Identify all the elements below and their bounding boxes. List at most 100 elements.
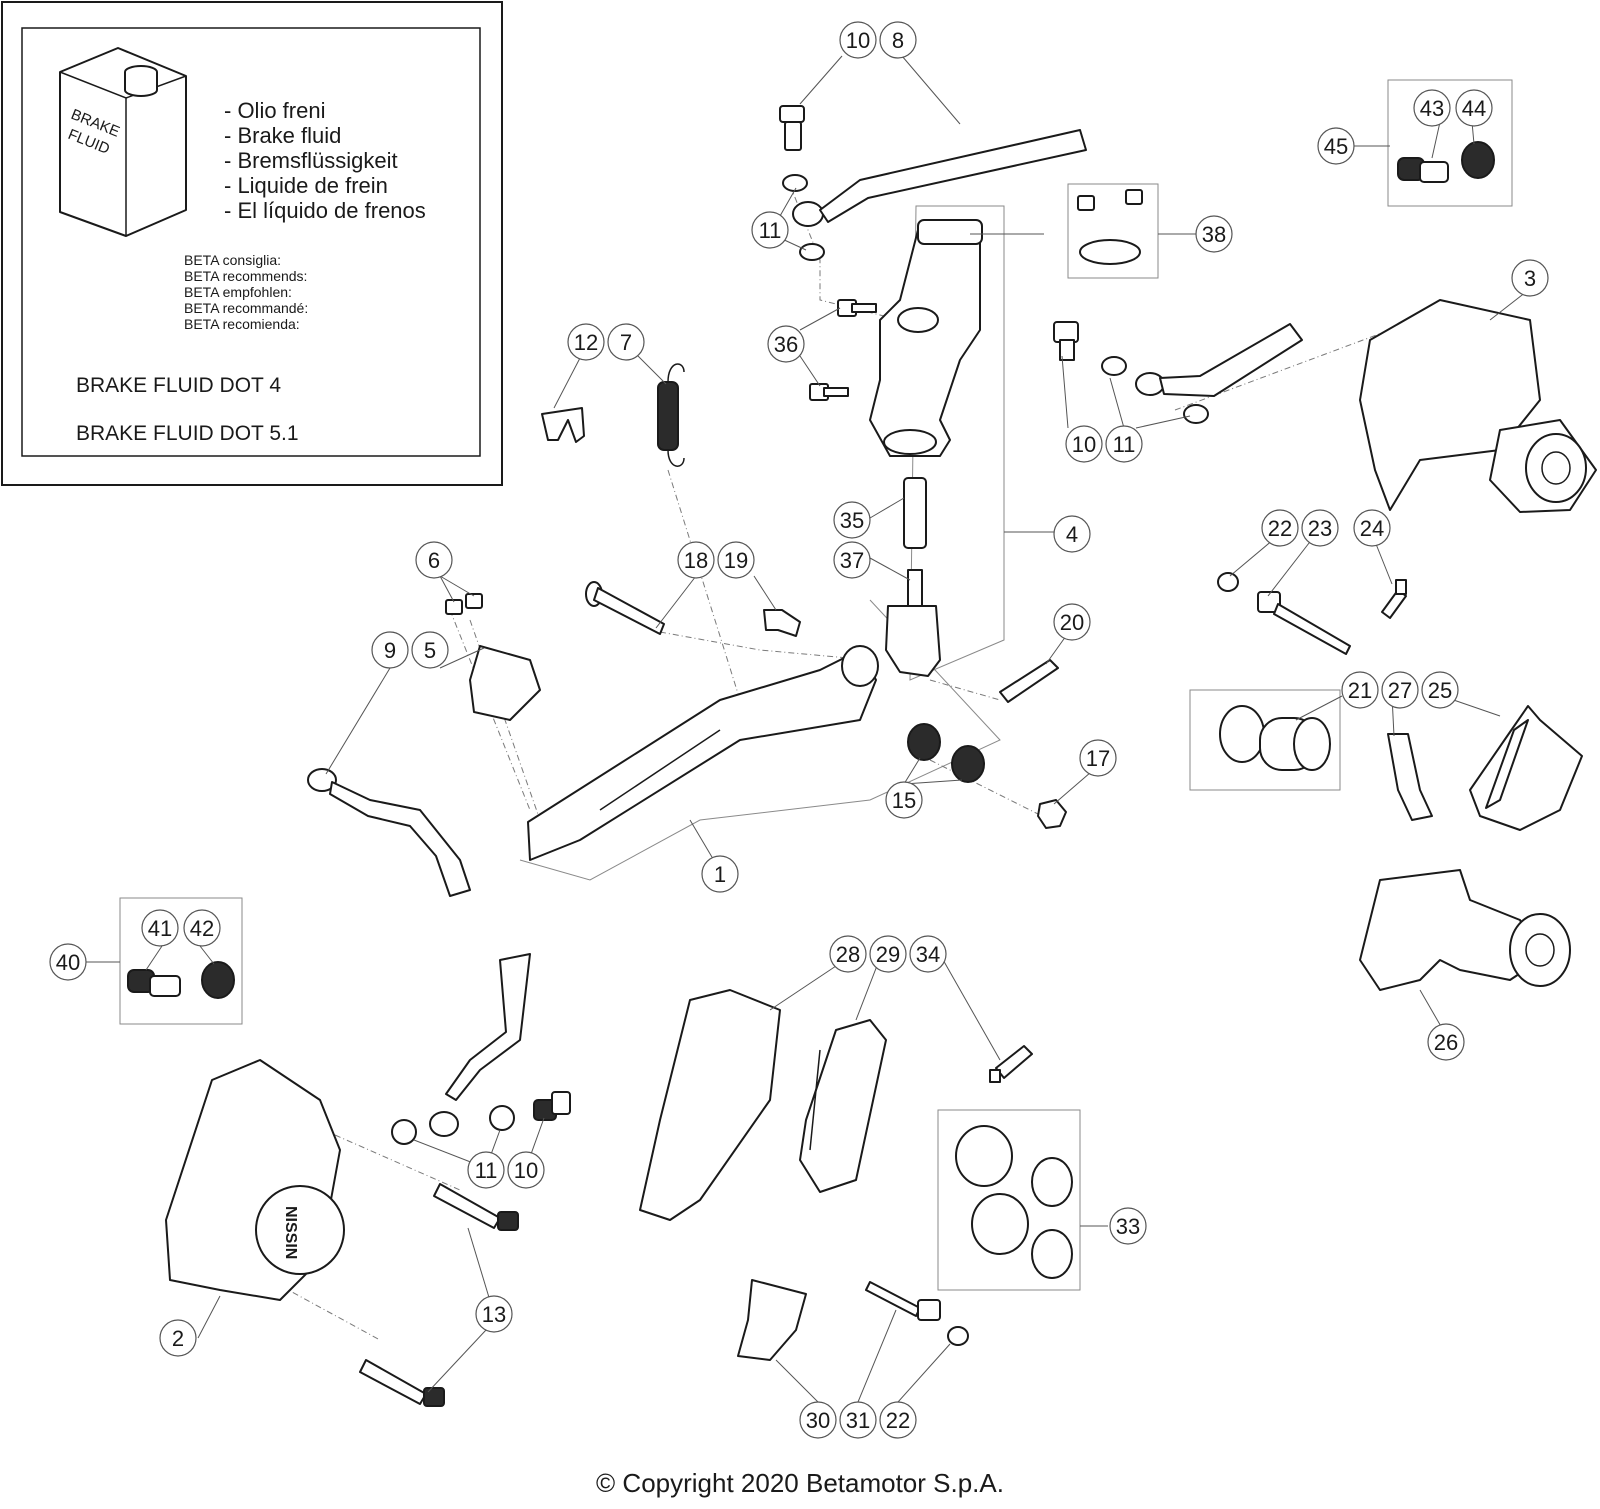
callout-number: 35 — [840, 508, 864, 533]
callout-circle — [411, 631, 449, 669]
callout-number: 27 — [1388, 678, 1412, 703]
callout-30: 30 — [799, 1401, 837, 1439]
callout-number: 7 — [620, 330, 632, 355]
callout-5: 5 — [411, 631, 449, 669]
group-box-38 — [1067, 183, 1159, 279]
brake-hose-front — [429, 953, 531, 1137]
cotter-pin-20 — [999, 659, 1059, 703]
nut-17 — [1037, 799, 1067, 829]
callout-33: 33 — [1109, 1207, 1147, 1245]
callout-40: 40 — [49, 943, 87, 981]
rear-caliper — [1359, 299, 1597, 513]
callout-21: 21 — [1341, 671, 1379, 709]
callout-number: 3 — [1524, 266, 1536, 291]
brake-pedal-1 — [527, 645, 879, 861]
callout-11: 11 — [467, 1151, 505, 1189]
callout-number: 11 — [1113, 432, 1136, 457]
callout-circle — [717, 541, 755, 579]
callout-number: 12 — [574, 330, 598, 355]
callout-26: 26 — [1427, 1023, 1465, 1061]
group-box-21 — [1189, 689, 1341, 791]
pin-23-rear — [1257, 591, 1351, 655]
cap-22-front — [947, 1326, 969, 1346]
washer-rear-b — [1183, 404, 1209, 424]
cap-41 — [201, 961, 235, 999]
callout-number: 18 — [684, 548, 708, 573]
callout-circle — [767, 325, 805, 363]
callout-circle — [1427, 1023, 1465, 1061]
callout-number: 41 — [148, 916, 172, 941]
caliper-bracket-26 — [1359, 869, 1571, 991]
callout-number: 6 — [428, 548, 440, 573]
callout-circle — [677, 541, 715, 579]
callout-circle — [829, 935, 867, 973]
group-box-pedal-1 — [519, 599, 1001, 881]
callout-number: 40 — [56, 950, 80, 975]
callout-number: 38 — [1202, 222, 1226, 247]
washer-rear-a — [1101, 356, 1127, 376]
callout-number: 19 — [724, 548, 748, 573]
piston-21 — [1259, 717, 1331, 771]
bolt-43 — [1397, 157, 1449, 183]
callout-circle — [1053, 515, 1091, 553]
fluid-name-en: - Brake fluid — [224, 123, 341, 148]
callout-circle — [701, 855, 739, 893]
callout-circle — [799, 1401, 837, 1439]
copyright-notice: © Copyright 2020 Betamotor S.p.A. — [596, 1468, 1004, 1498]
callout-number: 1 — [714, 862, 726, 887]
callout-41: 41 — [141, 909, 179, 947]
callout-number: 21 — [1348, 678, 1372, 703]
callout-circle — [833, 541, 871, 579]
callout-circle — [1261, 509, 1299, 547]
cap-44 — [1461, 141, 1495, 179]
callout-45: 45 — [1317, 127, 1355, 165]
callout-number: 25 — [1428, 678, 1452, 703]
callout-circle — [507, 1151, 545, 1189]
callout-1: 1 — [701, 855, 739, 893]
bracket-19 — [763, 609, 801, 637]
callout-number: 43 — [1420, 96, 1444, 121]
callout-circle — [467, 1151, 505, 1189]
callout-number: 20 — [1060, 610, 1084, 635]
callout-23: 23 — [1301, 509, 1339, 547]
brake-fluid-can-icon: BRAKE FLUID — [59, 47, 187, 237]
master-cylinder-body — [869, 219, 983, 457]
callout-25: 25 — [1421, 671, 1459, 709]
callout-10: 10 — [507, 1151, 545, 1189]
callout-29: 29 — [869, 935, 907, 973]
callout-circle — [183, 909, 221, 947]
fluid-name-de: - Bremsflüssigkeit — [224, 148, 398, 173]
callout-number: 44 — [1462, 96, 1486, 121]
callout-circle — [1511, 259, 1549, 297]
callout-number: 45 — [1324, 134, 1348, 159]
washer-front-b — [489, 1105, 515, 1131]
callout-number: 9 — [384, 638, 396, 663]
callout-number: 26 — [1434, 1030, 1458, 1055]
callout-31: 31 — [839, 1401, 877, 1439]
callout-circle — [839, 1401, 877, 1439]
banjo-bolt-front — [533, 1091, 571, 1121]
brake-hose-upper — [792, 129, 1087, 227]
callout-circle — [1341, 671, 1379, 709]
callout-circle — [1455, 89, 1493, 127]
callout-number: 37 — [840, 548, 864, 573]
callout-number: 10 — [514, 1158, 538, 1183]
callout-circle — [885, 781, 923, 819]
callout-number: 23 — [1308, 516, 1332, 541]
callout-18: 18 — [677, 541, 715, 579]
bolt-13-lower — [359, 1359, 445, 1407]
callout-number: 8 — [892, 28, 904, 53]
callout-circle — [1105, 425, 1143, 463]
callout-43: 43 — [1413, 89, 1451, 127]
recommends-en: BETA recommends: — [184, 268, 307, 284]
callout-number: 30 — [806, 1408, 830, 1433]
brake-fluid-legend: BRAKE FLUID - Olio freni - Brake fluid -… — [1, 1, 503, 486]
brake-hose-9 — [307, 768, 471, 897]
bearing-15-b — [951, 745, 985, 783]
pads-25 — [1469, 705, 1583, 831]
pedal-tip-5 — [469, 645, 541, 721]
banjo-bolt-rear — [1053, 321, 1079, 361]
fluid-name-fr: - Liquide de frein — [224, 173, 388, 198]
